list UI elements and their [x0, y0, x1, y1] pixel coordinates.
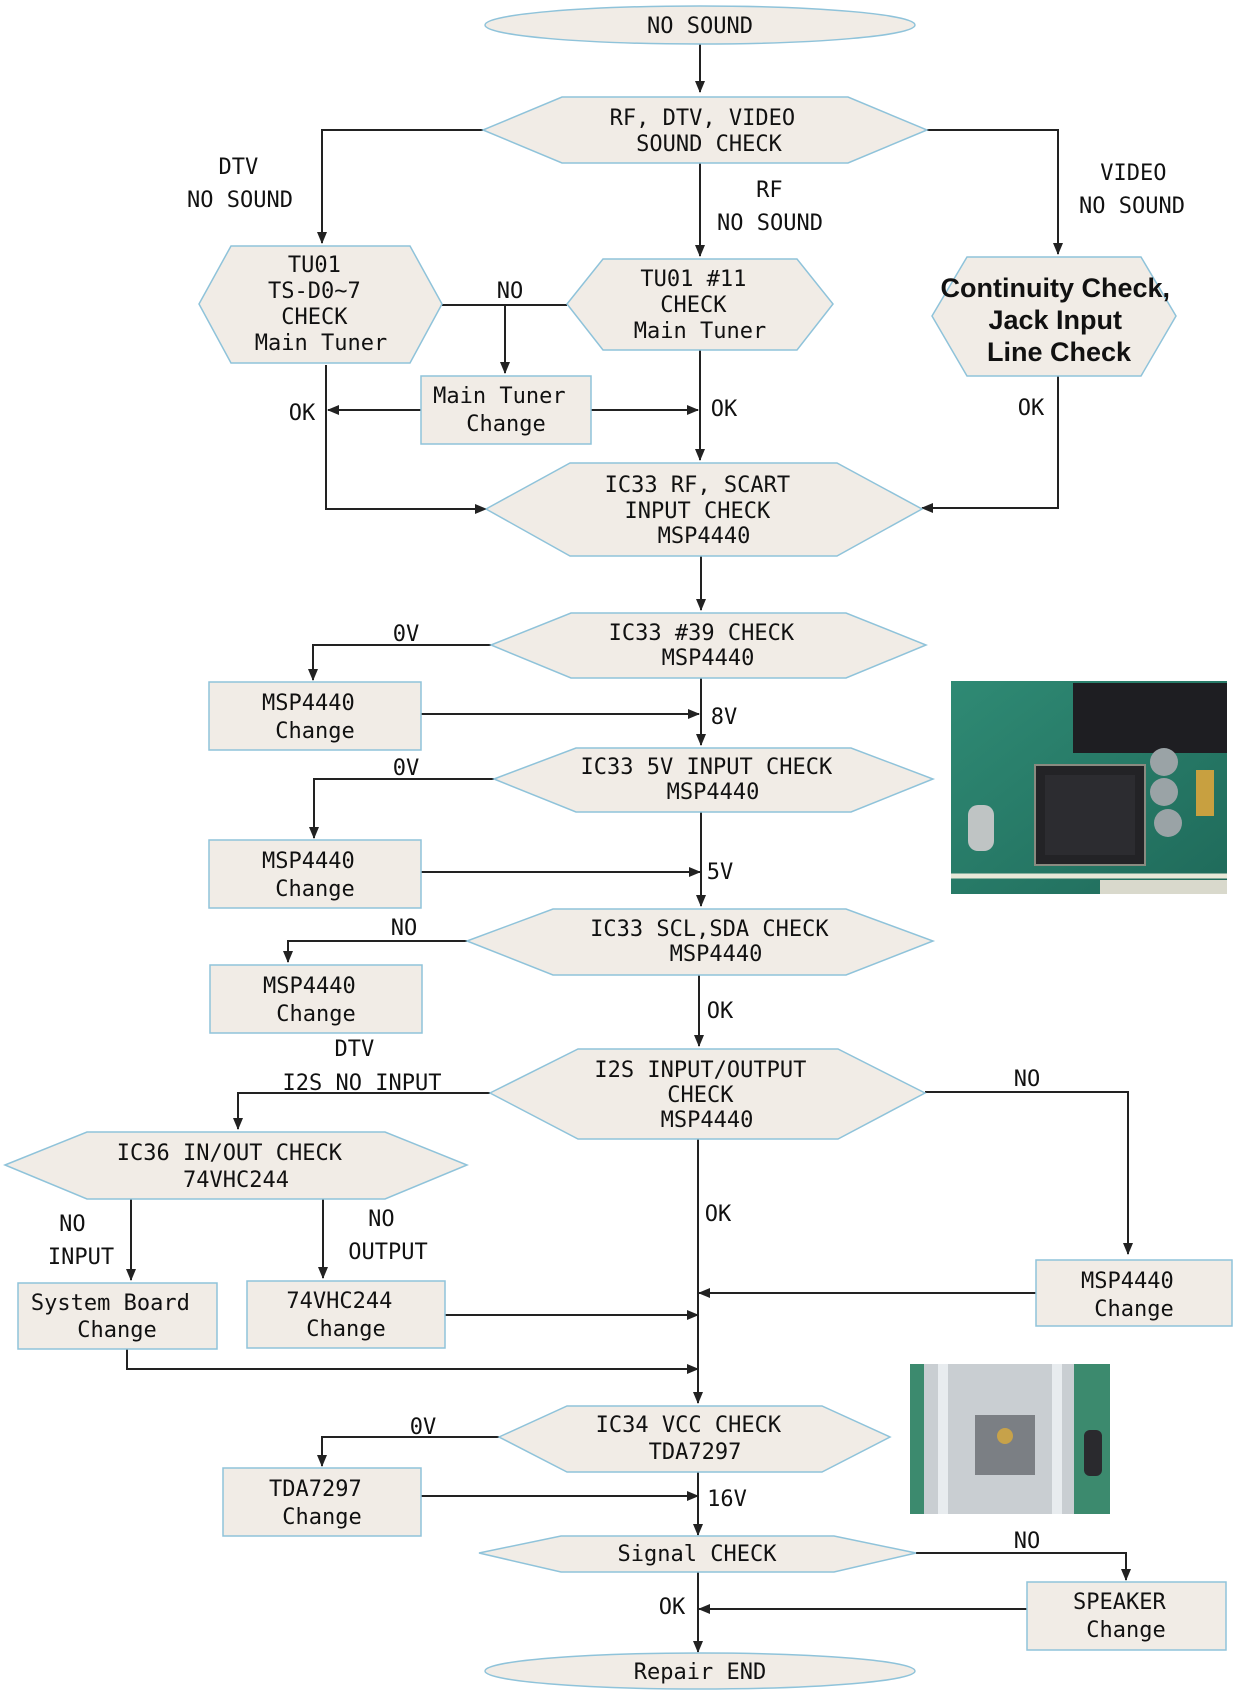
node-ic36-check: IC36 IN/OUT CHECK 74VHC244	[3, 1131, 469, 1200]
node-system-board-change: System Board Change	[17, 1282, 218, 1350]
svg-text:TU01 TS-D0~7 C: TU01 TS-D0~7 CHECK Main Tuner	[255, 253, 387, 356]
svg-text:Repair END: Repair END	[634, 1660, 766, 1685]
svg-text:IC36 IN/OUT CHECK 74VH: IC36 IN/OUT CHECK 74VHC244	[117, 1141, 355, 1193]
edge-check-to-continuity	[927, 129, 1063, 255]
edge-ok-left-to-ic33	[325, 365, 487, 514]
node-signal-check: Signal CHECK	[478, 1535, 917, 1573]
node-ic33-5v-check: IC33 5V INPUT CHECK MSP4440	[491, 747, 936, 813]
label-no-tuner: NO	[497, 279, 524, 304]
svg-text:RF, DTV, VIDEO SOUND C: RF, DTV, VIDEO SOUND CHECK	[610, 106, 809, 157]
svg-text:MSP4440 Change: MSP4440 Change	[262, 691, 368, 744]
svg-text:Continuity Check, Jack: Continuity Check, Jack Input Line Check	[940, 273, 1177, 367]
label-no-signal: NO	[1014, 1529, 1041, 1554]
node-main-tuner-change: Main Tuner Change	[420, 375, 592, 445]
label-ok-left: OK	[289, 401, 316, 426]
node-ic33-scl-sda: IC33 SCL,SDA CHECK MSP4440	[464, 908, 936, 976]
node-speaker-change: SPEAKER Change	[1026, 1581, 1227, 1651]
node-ic33-39-check: IC33 #39 CHECK MSP4440	[489, 612, 928, 679]
edge-0v-3	[317, 1436, 499, 1467]
label-rf-no-sound: RF NO SOUND	[717, 178, 823, 236]
svg-text:MSP4440 Change: MSP4440 Change	[262, 849, 368, 902]
label-ok-scl: OK	[707, 999, 734, 1024]
label-no-i2s: NO	[1014, 1067, 1041, 1092]
node-ic34-vcc-check: IC34 VCC CHECK TDA7297	[497, 1405, 892, 1473]
pcb-photo-msp4440	[951, 681, 1227, 894]
label-0v-3: 0V	[410, 1415, 437, 1440]
heatsink-photo-tda7297	[910, 1364, 1110, 1514]
svg-text:I2S INPUT/OUTPUT CHECK: I2S INPUT/OUTPUT CHECK MSP4440	[594, 1058, 819, 1133]
edge-i2s-no	[925, 1091, 1133, 1255]
edge-no-scl	[283, 940, 467, 963]
node-msp-change-3: MSP4440 Change	[209, 964, 423, 1034]
node-74vhc244-change: 74VHC244 Change	[246, 1280, 446, 1349]
node-continuity-check: Continuity Check, Jack Input Line Check	[931, 256, 1177, 377]
edge-sysboard-to-main	[126, 1349, 699, 1374]
svg-text:IC33 5V INPUT CHECK MS: IC33 5V INPUT CHECK MSP4440	[581, 755, 846, 805]
node-msp-change-1: MSP4440 Change	[208, 681, 422, 751]
connectors	[126, 44, 1133, 1653]
node-tu01-11-check: TU01 #11 CHECK Main Tuner	[566, 258, 834, 351]
svg-text:Main Tuner Change: Main Tuner Change	[433, 384, 579, 437]
node-tda7297-change: TDA7297 Change	[222, 1467, 422, 1537]
node-msp-change-2: MSP4440 Change	[208, 839, 422, 909]
svg-text:IC33 #39 CHECK MSP4440: IC33 #39 CHECK MSP4440	[609, 621, 808, 671]
label-ok-right: OK	[1018, 396, 1045, 421]
edge-continuity-to-ic33	[921, 376, 1059, 513]
label-no-scl: NO	[391, 916, 418, 941]
svg-text:SPEAKER Change: SPEAKER Change	[1073, 1590, 1179, 1643]
svg-text:74VHC244 Change: 74VHC244 Change	[286, 1289, 405, 1342]
svg-text:TU01 #11 CHECK: TU01 #11 CHECK Main Tuner	[634, 267, 766, 344]
node-rf-dtv-video-check: RF, DTV, VIDEO SOUND CHECK	[481, 96, 929, 164]
label-no-input: NO INPUT	[48, 1212, 114, 1270]
node-i2s-check: I2S INPUT/OUTPUT CHECK MSP4440	[488, 1048, 927, 1140]
label-dtv-i2s-no-input: DTV I2S NO INPUT	[283, 1037, 442, 1096]
label-ok-signal: OK	[659, 1595, 686, 1620]
node-tu01-ts-check: TU01 TS-D0~7 CHECK Main Tuner	[198, 245, 443, 364]
node-msp-change-4: MSP4440 Change	[1035, 1259, 1233, 1327]
label-video-no-sound: VIDEO NO SOUND	[1079, 161, 1185, 219]
label-ok-mid: OK	[711, 397, 738, 422]
edge-signal-no	[916, 1552, 1131, 1581]
svg-text:IC33 SCL,SDA CHECK MSP: IC33 SCL,SDA CHECK MSP4440	[590, 917, 842, 967]
node-start-text: NO SOUND	[647, 14, 753, 39]
svg-text:MSP4440 Change: MSP4440 Change	[1081, 1269, 1187, 1322]
edge-i2s-no-input	[233, 1092, 490, 1130]
svg-text:IC34 VCC CHECK TDA7297: IC34 VCC CHECK TDA7297	[596, 1413, 795, 1465]
svg-text:TDA7297 Change: TDA7297 Change	[269, 1477, 375, 1530]
label-ok-i2s: OK	[705, 1202, 732, 1227]
label-8v: 8V	[711, 705, 738, 730]
label-0v-1: 0V	[393, 622, 420, 647]
node-end: Repair END	[484, 1652, 916, 1690]
label-no-output: NO OUTPUT	[348, 1207, 427, 1265]
svg-text:System Board Change: System Board Change	[31, 1291, 203, 1343]
label-dtv-no-sound: DTV NO SOUND	[187, 155, 293, 213]
label-5v: 5V	[707, 860, 734, 885]
svg-text:IC33 RF, SCART INPUT C: IC33 RF, SCART INPUT CHECK MSP4440	[605, 473, 804, 549]
label-0v-2: 0V	[393, 756, 420, 781]
svg-text:MSP4440 Change: MSP4440 Change	[263, 974, 369, 1027]
node-start: NO SOUND	[484, 5, 916, 45]
edge-check-to-ts	[317, 129, 483, 244]
svg-text:Signal CHECK: Signal CHECK	[618, 1542, 778, 1567]
label-16v: 16V	[707, 1487, 747, 1512]
edge-0v-1	[308, 644, 491, 681]
node-ic33-rf-scart: IC33 RF, SCART INPUT CHECK MSP4440	[484, 462, 924, 557]
edge-0v-2	[309, 778, 494, 839]
